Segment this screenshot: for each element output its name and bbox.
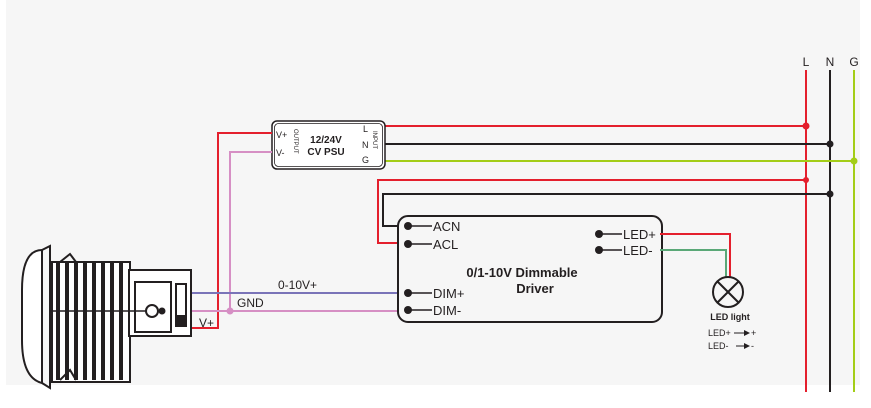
label-gnd: GND [237, 296, 264, 310]
wire-driver-acn [382, 193, 830, 227]
psu-pin-n: N [362, 140, 369, 150]
junction-n2 [826, 190, 834, 198]
led-polarity-legend: LED+ + LED- - [708, 328, 756, 351]
psu-title-line1: 12/24V [310, 135, 342, 146]
mains-label-n: N [826, 55, 835, 69]
mains-label-l: L [803, 55, 810, 69]
driver-pin-acl: ACL [433, 237, 458, 252]
label-0-10v: 0-10V+ [278, 278, 317, 292]
legend-led-minus: LED- [708, 341, 729, 351]
legend-led-plus: LED+ [708, 328, 731, 338]
driver-pin-dim-plus: DIM+ [433, 286, 464, 301]
led-title: LED light [710, 312, 750, 322]
wire-vplus [192, 132, 272, 329]
driver-module: ACN ACL DIM+ DIM- LED+ LED- 0/1-10V Dimm… [397, 215, 663, 323]
wire-vminus [229, 151, 272, 311]
psu-pin-vplus: V+ [276, 130, 287, 140]
junction-l2 [803, 177, 809, 183]
wire-led-minus [660, 249, 727, 278]
driver-title-line2: Driver [516, 281, 554, 296]
dimmer-sensor-icon [21, 244, 192, 390]
label-vplus: V+ [199, 316, 214, 330]
psu-module: V+ V- OUTPUT 12/24V CV PSU L N G INPUT [271, 120, 386, 170]
psu-pin-g: G [362, 155, 369, 165]
wire-driver-acl [377, 179, 806, 244]
wire-led-plus [660, 233, 731, 278]
junction-n [826, 140, 834, 148]
driver-title-line1: 0/1-10V Dimmable [466, 265, 577, 280]
legend-minus-sign: - [751, 341, 754, 351]
psu-output-label: OUTPUT [292, 129, 298, 154]
junction-g [850, 157, 858, 165]
arrow-head-icon [744, 343, 750, 349]
driver-pin-acn: ACN [433, 219, 460, 234]
psu-pin-vminus: V- [276, 148, 285, 158]
junction-l [802, 122, 810, 130]
junction-gnd [226, 307, 234, 315]
led-lamp-icon [712, 276, 744, 308]
legend-plus-sign: + [751, 328, 756, 338]
mains-label-g: G [849, 55, 858, 69]
driver-pin-led-minus: LED- [623, 243, 653, 258]
arrow-head-icon [744, 330, 750, 336]
psu-pin-l: L [363, 124, 368, 134]
driver-pin-dim-minus: DIM- [433, 303, 461, 318]
driver-pin-led-plus: LED+ [623, 227, 656, 242]
psu-title-line2: CV PSU [307, 147, 344, 158]
psu-input-label: INPUT [371, 131, 377, 149]
